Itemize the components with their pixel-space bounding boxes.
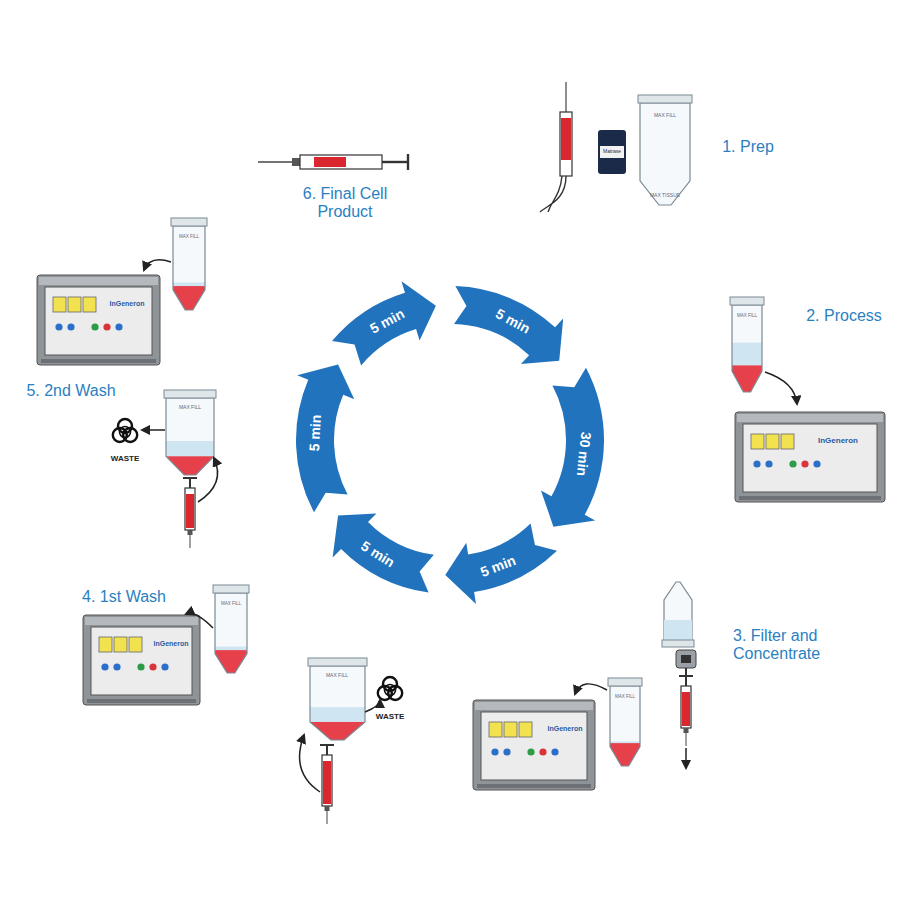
tube-cap — [662, 640, 694, 647]
flow-arrow — [575, 684, 607, 694]
biohazard-symbol — [378, 677, 402, 700]
syringe — [183, 478, 197, 548]
tube-mark: MAX TISSUE — [650, 193, 680, 199]
tube-mark: MAX FILL — [615, 694, 635, 699]
leader-arrows — [142, 260, 797, 792]
biohazard-symbol — [113, 419, 137, 442]
waste-label: WASTE — [111, 454, 139, 463]
cycle-ring — [296, 281, 604, 604]
brand-text: InGeneron — [109, 300, 144, 308]
step-label: 3. Filter and Concentrate — [733, 627, 843, 664]
conical-tube — [638, 95, 692, 205]
tube-mark: MAX FILL — [179, 405, 201, 411]
equipment — [37, 82, 885, 831]
filter-tube — [664, 582, 692, 640]
jar-text: Matrase — [603, 149, 621, 155]
cycle-arrow — [454, 286, 563, 364]
step-label: 1. Prep — [722, 138, 774, 156]
jar-label — [600, 146, 624, 158]
flow-arrow — [300, 735, 320, 792]
brand-text: InGeneron — [818, 436, 858, 445]
blood — [561, 118, 571, 160]
plunger-flange — [407, 154, 409, 170]
syringe — [320, 745, 334, 824]
needle — [258, 161, 292, 162]
connector — [685, 668, 687, 676]
brand-text: InGeneron — [153, 640, 188, 648]
step-label: 4. 1st Wash — [82, 588, 166, 606]
centrifuge-device — [83, 615, 200, 705]
cycle-arrow — [445, 523, 557, 604]
step-label: 6. Final Cell Product — [290, 185, 400, 222]
centrifuge-device — [37, 275, 160, 365]
flow-arrow — [198, 458, 218, 502]
conical-tube — [164, 390, 216, 541]
tube-mark: MAX FILL — [179, 234, 199, 239]
flow-arrow — [142, 429, 165, 431]
liquid — [664, 620, 692, 640]
plunger — [382, 161, 408, 163]
centrifuge-device — [473, 700, 595, 790]
cycle-arrow — [296, 365, 354, 513]
step-label: 5. 2nd Wash — [26, 382, 115, 400]
flow-arrow — [685, 748, 687, 768]
cycle-arrow — [333, 514, 434, 593]
syringe-hub — [292, 158, 300, 166]
flow-arrow — [186, 613, 213, 628]
flow-arrow — [765, 372, 797, 404]
reagent-jar — [598, 130, 626, 174]
cycle-arrow — [332, 281, 436, 365]
flow-arrow — [365, 700, 380, 712]
cell-product — [314, 157, 346, 167]
conical-tube — [171, 218, 207, 378]
brand-text: InGeneron — [547, 725, 582, 733]
filter-unit — [676, 650, 696, 668]
flow-arrow — [144, 260, 171, 270]
tube-mark: MAX FILL — [654, 113, 676, 119]
filter-core — [681, 655, 691, 663]
syringe-barrel — [560, 112, 572, 176]
tube-mark: MAX FILL — [326, 673, 348, 679]
tube-mark: MAX FILL — [221, 601, 241, 606]
tube-mark: MAX FILL — [737, 313, 757, 318]
duration-label: 5 min — [306, 414, 324, 451]
tubing — [540, 176, 566, 212]
centrifuge-device — [735, 412, 885, 502]
step-label: 2. Process — [806, 307, 882, 325]
cycle-arrow — [541, 368, 604, 527]
syringe — [679, 676, 693, 746]
conical-tube — [308, 658, 367, 804]
conical-tube — [608, 678, 642, 831]
syringe-barrel — [300, 155, 382, 169]
waste-label: WASTE — [376, 712, 404, 721]
conical-tube — [213, 585, 249, 738]
needle — [565, 82, 566, 112]
